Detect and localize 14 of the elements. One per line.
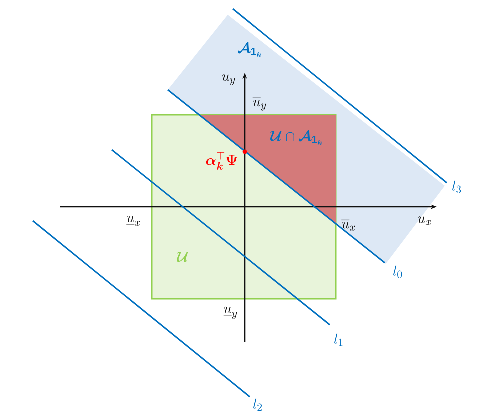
math-label: $\boldsymbol{\mathcal{U}} \cap \boldsymbol{\mathcal{A}}_{\mathbf{1}_{\boldsymbol{k}}}$ — [270, 130, 322, 145]
math-label: $\overline{u}_y$ — [252, 98, 266, 111]
math-label: $\boldsymbol{\alpha}_{\boldsymbol{k}}^{\top}\boldsymbol{\Psi}$ — [206, 152, 238, 170]
math-label: $\underline{u}_x$ — [126, 216, 140, 226]
math-label: $\boldsymbol{\mathcal{A}}_{\mathbf{1}_{\boldsymbol{k}}}$ — [238, 42, 262, 57]
math-label: $l_0$ — [394, 266, 402, 278]
math-label: $l_3$ — [452, 180, 462, 194]
math-label: $u_x$ — [418, 216, 432, 226]
math-label: $\boldsymbol{\mathcal{U}}$ — [176, 252, 188, 262]
math-label: $\underline{u}_y$ — [224, 306, 238, 320]
math-label: $l_1$ — [334, 334, 343, 346]
math-label: $l_2$ — [254, 398, 262, 412]
math-label: $\overline{u}_x$ — [342, 220, 356, 231]
math-label: $u_y$ — [222, 74, 236, 86]
